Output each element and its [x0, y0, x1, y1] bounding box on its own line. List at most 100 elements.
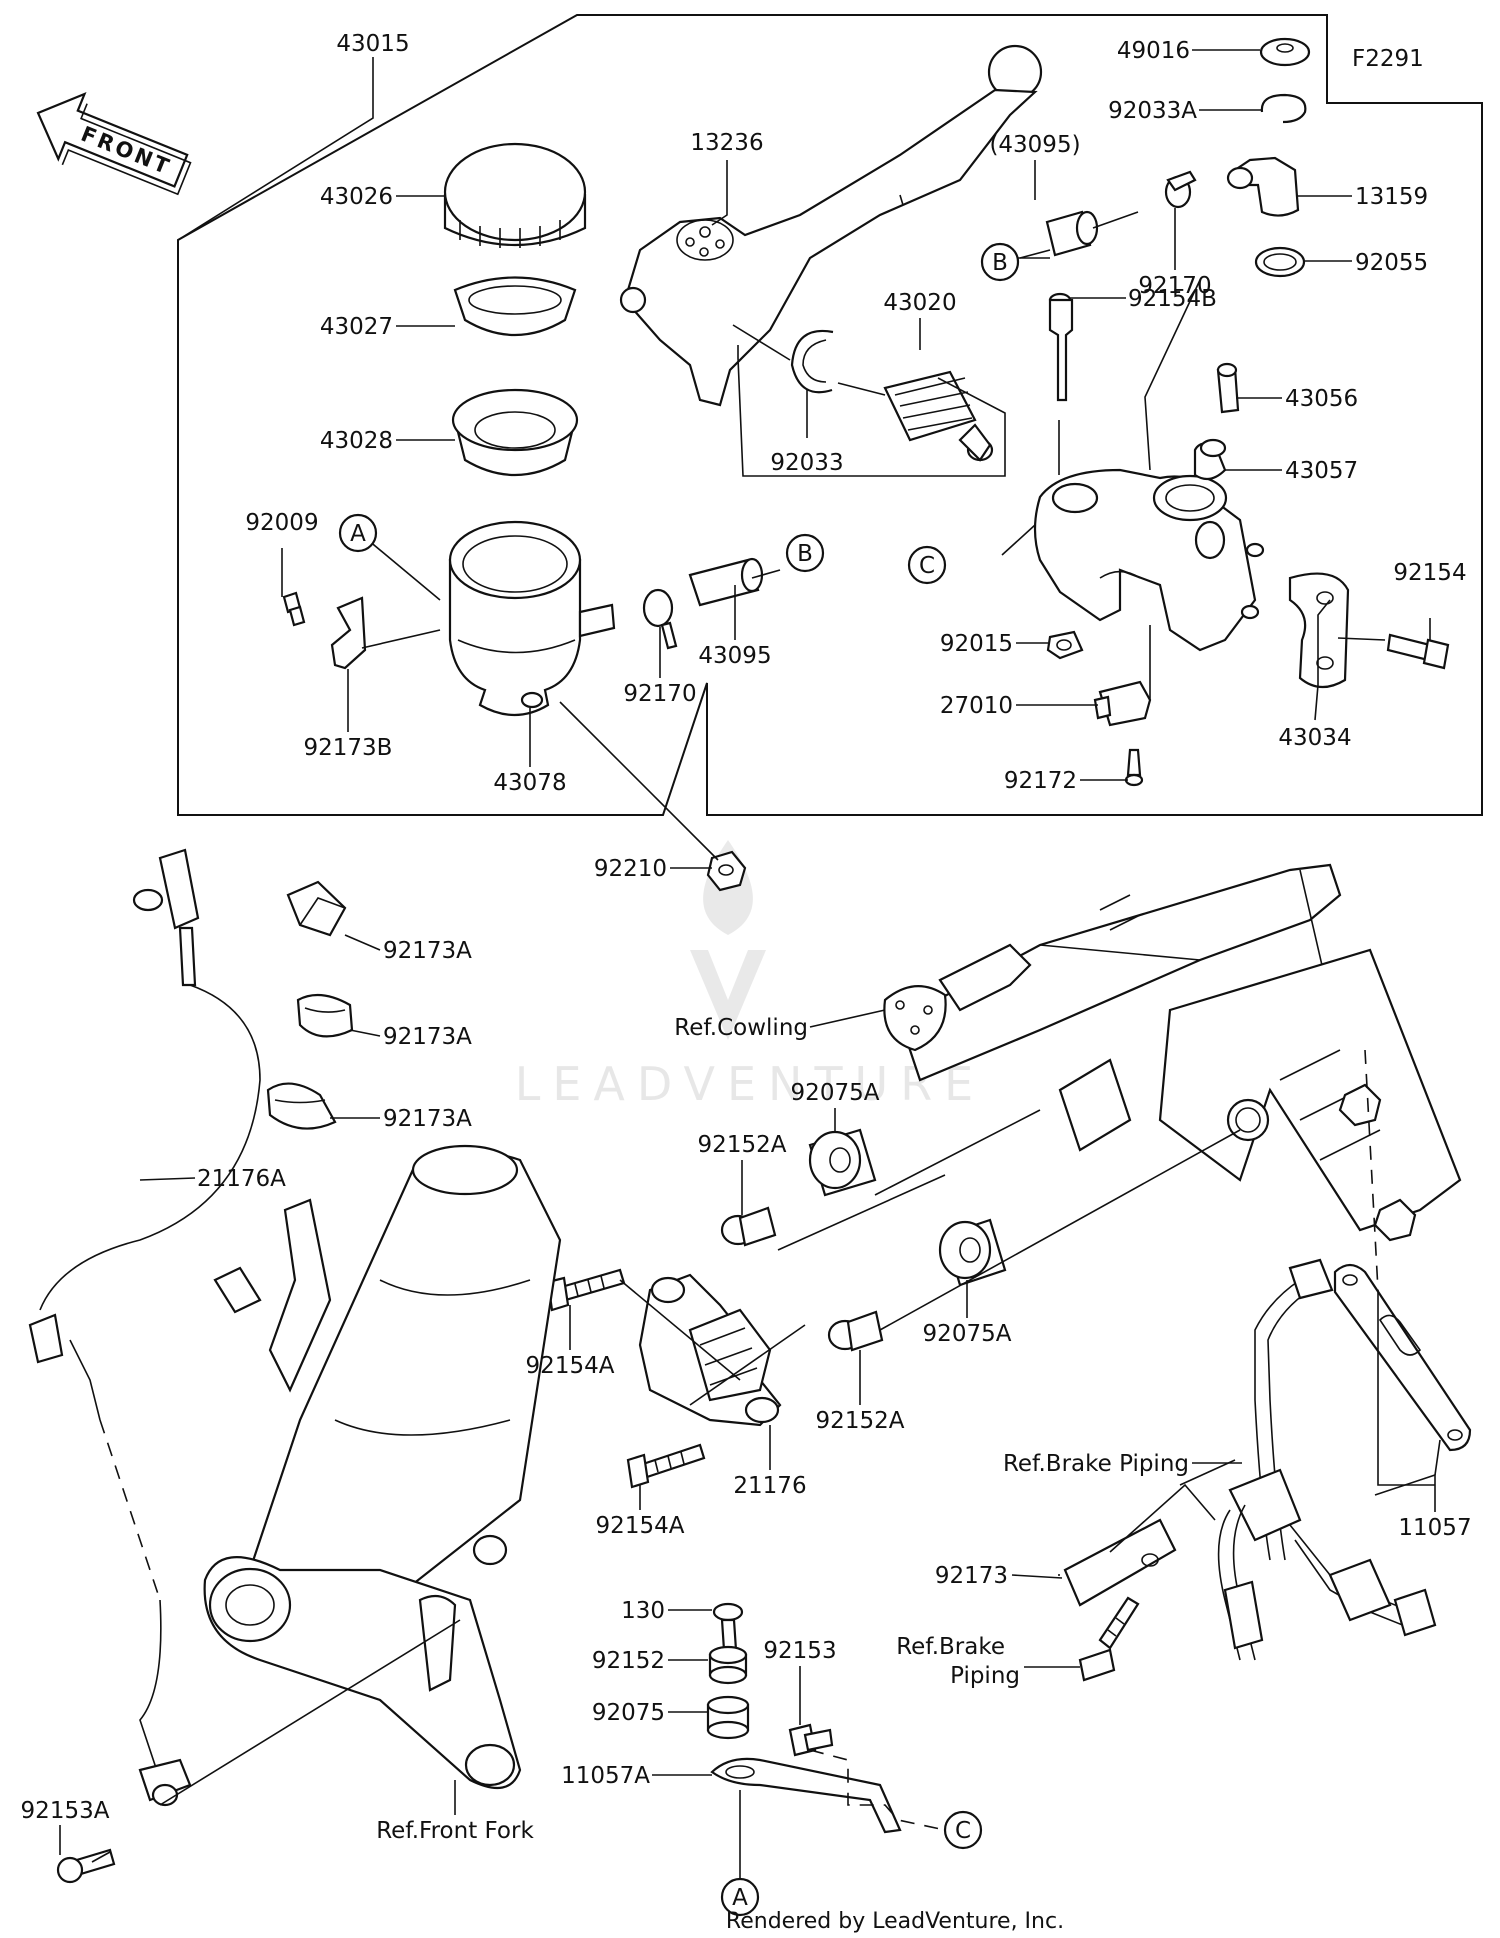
clamp-92173A-1	[286, 880, 347, 937]
hose-clamp-right	[1164, 170, 1197, 209]
reservoir-hose-right	[1045, 210, 1099, 257]
leader-lines	[59, 49, 1441, 1880]
part-label-43015: 43015	[336, 31, 409, 57]
part-label-92170-left: 92170	[623, 681, 696, 707]
part-label-43026: 43026	[320, 184, 393, 210]
circlip-92033	[790, 329, 834, 394]
nut-92210	[706, 850, 747, 892]
callout-b-left-label: B	[797, 541, 813, 567]
fitting-13159	[1226, 156, 1300, 217]
brake-fluid-reservoir	[448, 520, 616, 716]
part-label-92055: 92055	[1355, 250, 1428, 276]
bolt-92154A-top	[546, 1268, 626, 1312]
part-label-130: 130	[621, 1598, 665, 1624]
part-label-43095-paren: (43095)	[989, 132, 1080, 158]
part-label-92173B: 92173B	[304, 735, 393, 761]
part-label-92152A-top: 92152A	[698, 1132, 787, 1158]
callout-c-top: C	[907, 545, 947, 585]
brake-switch	[1093, 680, 1152, 727]
callout-b-left: B	[785, 533, 825, 573]
part-label-92154A-bottom: 92154A	[596, 1513, 685, 1539]
bolt-92153	[788, 1723, 834, 1757]
piston-kit-bracket	[737, 345, 1006, 477]
callout-a-top: A	[338, 513, 378, 553]
part-label-92075A-bottom: 92075A	[923, 1321, 1012, 1347]
bolt-130	[712, 1602, 744, 1652]
part-label-92153A: 92153A	[21, 1798, 110, 1824]
callout-b-right: B	[980, 242, 1020, 282]
ref-brake-piping-label-2a: Ref.Brake	[896, 1634, 1005, 1660]
callout-c-bottom-label: C	[955, 1818, 971, 1844]
front-fork	[203, 1144, 562, 1790]
pivot-bolt	[1048, 292, 1074, 402]
callout-c-bottom: C	[943, 1810, 983, 1850]
watermark-text: LEADVENTURE	[515, 1057, 986, 1111]
ref-brake-piping-label-1: Ref.Brake Piping	[1003, 1451, 1189, 1477]
part-label-92210: 92210	[594, 856, 667, 882]
part-label-49016: 49016	[1117, 38, 1190, 64]
snap-ring	[1260, 93, 1307, 124]
part-label-92015: 92015	[940, 631, 1013, 657]
part-label-92154B: 92154B	[1128, 286, 1217, 312]
part-label-92172: 92172	[1004, 768, 1077, 794]
credit-text: Rendered by LeadVenture, Inc.	[726, 1909, 1064, 1934]
ref-cowling-label: Ref.Cowling	[674, 1015, 808, 1041]
callout-c-top-label: C	[919, 553, 935, 579]
assembly-boundary	[177, 14, 1483, 816]
part-label-43078: 43078	[493, 770, 566, 796]
part-label-21176: 21176	[733, 1473, 806, 1499]
reservoir-hose-left	[688, 557, 764, 607]
part-label-43020: 43020	[883, 290, 956, 316]
hose-clamp-left	[642, 588, 678, 650]
part-labels: 43015 43026 43027 43028 92009 92173B 430…	[21, 31, 1472, 1824]
part-label-92009: 92009	[245, 510, 318, 536]
dust-cap	[1259, 37, 1311, 67]
part-label-92154: 92154	[1393, 560, 1466, 586]
part-label-92154A-top: 92154A	[526, 1353, 615, 1379]
screw-92172	[1124, 748, 1144, 787]
clamp-92173	[1063, 1518, 1177, 1607]
collar-92152A-bottom	[827, 1310, 884, 1352]
bracket-11057	[1333, 1263, 1472, 1452]
part-label-43057: 43057	[1285, 458, 1358, 484]
part-label-43027: 43027	[320, 314, 393, 340]
part-label-43095-left: 43095	[698, 643, 771, 669]
part-label-92173A-2: 92173A	[383, 1024, 472, 1050]
part-label-27010: 27010	[940, 693, 1013, 719]
part-label-43028: 43028	[320, 428, 393, 454]
master-cylinder-body	[1033, 468, 1265, 652]
part-label-11057A: 11057A	[561, 1763, 650, 1789]
clamp-92173A-2	[296, 993, 354, 1038]
part-label-92075: 92075	[592, 1700, 665, 1726]
grommet-92075	[706, 1695, 750, 1740]
bleeder-valve	[1216, 362, 1240, 414]
part-label-92173: 92173	[935, 1563, 1008, 1589]
grommet-92075A-bottom	[938, 1218, 1007, 1287]
bleeder-cap	[1193, 438, 1227, 481]
callout-a-bottom-label: A	[732, 1885, 748, 1911]
frame-bracket	[883, 863, 1462, 1242]
part-label-92152A-bottom: 92152A	[816, 1408, 905, 1434]
abs-sensor-harness	[28, 848, 261, 1807]
part-label-13159: 13159	[1355, 184, 1428, 210]
diaphragm-plate	[453, 276, 577, 336]
part-label-92075A-top: 92075A	[791, 1080, 880, 1106]
brake-piping	[1217, 1258, 1437, 1661]
ref-brake-piping-label-2b: Piping	[950, 1663, 1020, 1689]
leadventure-watermark: LEADVENTURE	[515, 840, 986, 1111]
reservoir-cap	[443, 142, 587, 248]
clamp-92173A-3	[266, 1082, 337, 1130]
collar-92152	[708, 1645, 748, 1685]
part-label-92173A-1: 92173A	[383, 938, 472, 964]
abs-sensor	[638, 1273, 782, 1427]
diagram-code: F2291	[1352, 46, 1424, 72]
part-label-92153: 92153	[763, 1638, 836, 1664]
part-label-13236: 13236	[690, 130, 763, 156]
part-label-92033A: 92033A	[1108, 98, 1197, 124]
bolt-brake-piping	[1078, 1596, 1140, 1682]
part-label-21176A: 21176A	[197, 1166, 286, 1192]
part-label-43034: 43034	[1278, 725, 1351, 751]
reference-labels: Ref.Cowling Ref.Brake Piping Ref.Brake P…	[376, 1015, 1189, 1844]
part-label-43056: 43056	[1285, 386, 1358, 412]
